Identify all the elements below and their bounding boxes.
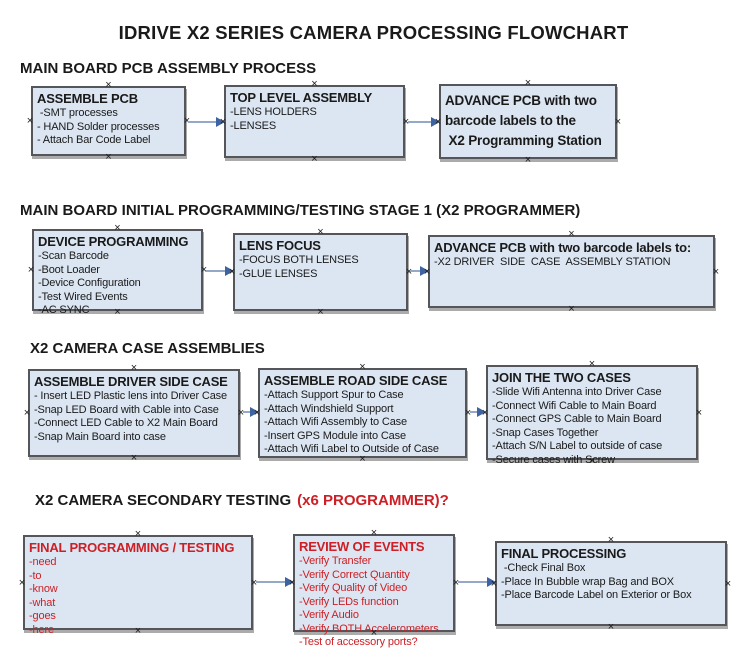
connection-handle-icon [105, 81, 113, 89]
flow-box-final-programming-testing: FINAL PROGRAMMING / TESTING -need -to -k… [18, 530, 258, 636]
box-title: ASSEMBLE DRIVER SIDE CASE [34, 374, 228, 389]
connection-handle-icon [607, 536, 615, 544]
box-body: -LENS HOLDERS -LENSES [230, 106, 317, 132]
box-body: -Verify Transfer -Verify Correct Quantit… [299, 555, 439, 648]
flow-arrow [410, 266, 429, 276]
arrowhead-icon [250, 407, 259, 417]
connection-handle-icon [311, 80, 319, 88]
arrowhead-icon [216, 117, 225, 127]
connection-handle-icon [114, 224, 122, 232]
connection-handle-icon [130, 364, 138, 372]
connection-handle-icon [724, 580, 732, 588]
connection-handle-icon [712, 268, 720, 276]
box-body: -SMT processes - HAND Solder processes -… [37, 107, 160, 146]
box-title: DEVICE PROGRAMMING [38, 234, 189, 249]
connection-handle-icon [18, 579, 26, 587]
page-title: IDRIVE X2 SERIES CAMERA PROCESSING FLOWC… [118, 22, 629, 43]
flow-box-advance-pcb-driver-side: ADVANCE PCB with two barcode labels to: … [423, 230, 720, 313]
arrowhead-icon [225, 266, 234, 276]
flow-arrow [243, 407, 259, 417]
connection-handle-icon [614, 118, 622, 126]
box-title: TOP LEVEL ASSEMBLY [230, 90, 373, 105]
section-header-secondary-testing: X2 CAMERA SECONDARY TESTING (x6 PROGRAMME… [35, 492, 449, 509]
section-header-case-assemblies: X2 CAMERA CASE ASSEMBLIES [30, 340, 265, 357]
arrowhead-icon [487, 577, 496, 587]
connection-handle-icon [317, 228, 325, 236]
flow-arrow [470, 407, 486, 417]
connection-handle-icon [524, 79, 532, 87]
flow-arrow [408, 117, 440, 127]
arrowhead-icon [477, 407, 486, 417]
box-body: -Check Final Box -Place In Bubble wrap B… [501, 562, 692, 601]
flow-box-assemble-driver-side-case: ASSEMBLE DRIVER SIDE CASE - Insert LED P… [23, 364, 245, 462]
box-body: -need -to -know -what -goes -here [29, 556, 58, 636]
section-header-black-text: X2 CAMERA SECONDARY TESTING [35, 492, 292, 509]
connection-handle-icon [524, 156, 532, 164]
arrowhead-icon [285, 577, 294, 587]
connection-handle-icon [134, 530, 142, 538]
section-header-initial-programming: MAIN BOARD INITIAL PROGRAMMING/TESTING S… [20, 202, 581, 219]
box-title: ASSEMBLE ROAD SIDE CASE [264, 373, 448, 388]
section-header-red-text: (x6 PROGRAMMER)? [297, 492, 449, 509]
flow-box-top-level-assembly: TOP LEVEL ASSEMBLY -LENS HOLDERS -LENSES [219, 80, 410, 163]
connection-handle-icon [27, 266, 35, 274]
connection-handle-icon [607, 623, 615, 631]
connection-handle-icon [130, 454, 138, 462]
connection-handle-icon [359, 363, 367, 371]
flow-arrow [206, 266, 234, 276]
connection-handle-icon [370, 529, 378, 537]
arrowhead-icon [431, 117, 440, 127]
box-title: LENS FOCUS [239, 238, 321, 253]
connection-handle-icon [105, 153, 113, 161]
connection-handle-icon [695, 409, 703, 417]
connection-handle-icon [317, 308, 325, 316]
box-body: -Attach Support Spur to Case -Attach Win… [264, 389, 439, 455]
flow-arrow [256, 577, 294, 587]
flow-box-join-the-two-cases: JOIN THE TWO CASES -Slide Wifi Antenna i… [481, 360, 703, 466]
connection-handle-icon [26, 117, 34, 125]
flow-box-final-processing: FINAL PROCESSING -Check Final Box -Place… [490, 536, 732, 631]
box-title: FINAL PROGRAMMING / TESTING [29, 540, 235, 555]
box-title: REVIEW OF EVENTS [299, 539, 425, 554]
flow-box-device-programming: DEVICE PROGRAMMING -Scan Barcode -Boot L… [27, 224, 208, 316]
flow-box-assemble-road-side-case: ASSEMBLE ROAD SIDE CASE -Attach Support … [253, 363, 472, 463]
box-title: FINAL PROCESSING [501, 546, 627, 561]
box-title: JOIN THE TWO CASES [492, 370, 631, 385]
box-body: -Scan Barcode -Boot Loader -Device Confi… [38, 250, 141, 316]
flow-box-assemble-pcb: ASSEMBLE PCB -SMT processes - HAND Solde… [26, 81, 191, 161]
box-body: ADVANCE PCB with two barcode labels to t… [445, 93, 602, 148]
box-body: -Slide Wifi Antenna into Driver Case -Co… [492, 386, 663, 466]
box-body: -FOCUS BOTH LENSES -GLUE LENSES [239, 254, 359, 280]
flow-box-advance-pcb-programming-station: ADVANCE PCB with two barcode labels to t… [434, 79, 622, 164]
arrowhead-icon [420, 266, 429, 276]
connection-handle-icon [23, 409, 31, 417]
box-body: - Insert LED Plastic lens into Driver Ca… [34, 390, 227, 443]
box-body: -X2 DRIVER SIDE CASE ASSEMBLY STATION [434, 256, 671, 268]
box-title: ADVANCE PCB with two barcode labels to: [434, 240, 692, 255]
flow-arrow [188, 117, 225, 127]
connection-handle-icon [568, 305, 576, 313]
connection-handle-icon [311, 155, 319, 163]
flow-arrow [458, 577, 496, 587]
section-header-pcb-assembly: MAIN BOARD PCB ASSEMBLY PROCESS [20, 60, 317, 77]
connection-handle-icon [568, 230, 576, 238]
connection-handle-icon [588, 360, 596, 368]
box-title: ASSEMBLE PCB [37, 91, 138, 106]
flow-box-review-of-events: REVIEW OF EVENTS -Verify Transfer -Verif… [288, 529, 460, 648]
flow-box-lens-focus: LENS FOCUS -FOCUS BOTH LENSES -GLUE LENS… [228, 228, 413, 316]
